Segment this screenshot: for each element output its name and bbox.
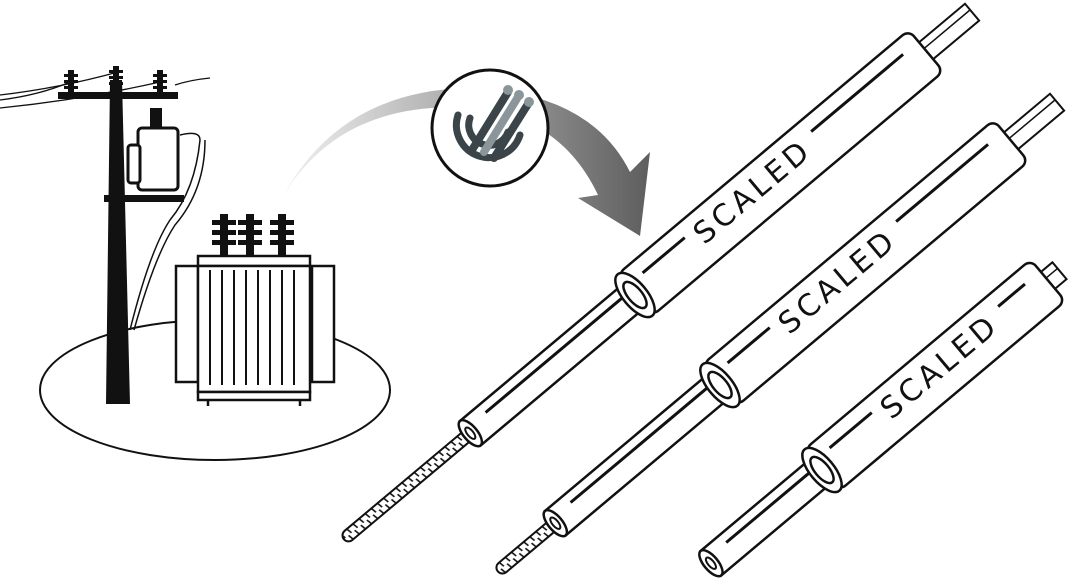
cable: SCALED	[341, 2, 981, 543]
ground-transformer	[174, 214, 336, 406]
insulator-icon	[64, 66, 167, 92]
transition-arrow	[282, 88, 650, 236]
pole-transformer	[126, 108, 180, 192]
rebar-core	[341, 426, 477, 543]
power-lines	[0, 71, 211, 109]
brand-logo-badge	[430, 68, 550, 188]
cable: SCALED	[698, 260, 1068, 578]
utility-pole	[58, 66, 206, 404]
